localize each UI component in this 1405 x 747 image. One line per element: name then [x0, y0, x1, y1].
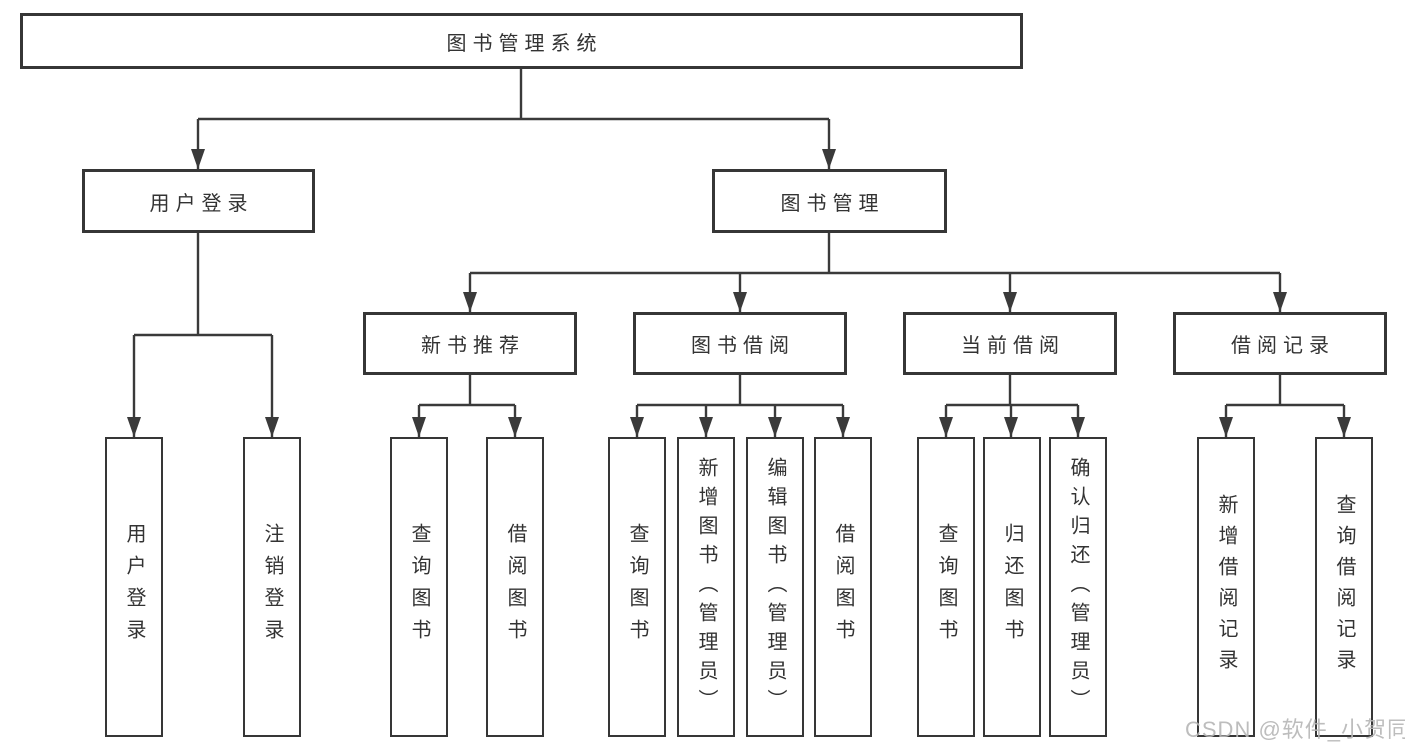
- leaf-edit-book-admin: 编辑图书（管理员）: [746, 437, 804, 737]
- leaf-add-borrow-record: 新增借阅记录: [1197, 437, 1255, 737]
- leaf-label: 归还图书: [1001, 523, 1023, 651]
- node-user-login: 用户登录: [82, 169, 315, 233]
- leaf-query-book: 查询图书: [917, 437, 975, 737]
- leaf-label: 查询图书: [408, 523, 430, 651]
- node-book-management: 图书管理: [712, 169, 947, 233]
- leaf-logout: 注销登录: [243, 437, 301, 737]
- leaf-label: 新增图书（管理员）: [695, 456, 717, 718]
- node-new-book-recommend: 新书推荐: [363, 312, 577, 375]
- leaf-label: 借阅图书: [832, 523, 854, 651]
- leaf-label: 注销登录: [261, 523, 283, 651]
- leaf-confirm-return-admin: 确认归还（管理员）: [1049, 437, 1107, 737]
- leaf-label: 借阅图书: [504, 523, 526, 651]
- node-borrow-record: 借阅记录: [1173, 312, 1387, 375]
- leaf-label: 查询图书: [935, 523, 957, 651]
- leaf-query-book: 查询图书: [608, 437, 666, 737]
- leaf-query-book: 查询图书: [390, 437, 448, 737]
- leaf-return-book: 归还图书: [983, 437, 1041, 737]
- leaf-label: 编辑图书（管理员）: [764, 456, 786, 718]
- leaf-label: 查询图书: [626, 523, 648, 651]
- leaf-add-book-admin: 新增图书（管理员）: [677, 437, 735, 737]
- leaf-query-borrow-record: 查询借阅记录: [1315, 437, 1373, 737]
- node-book-borrow: 图书借阅: [633, 312, 847, 375]
- leaf-label: 用户登录: [123, 523, 145, 651]
- leaf-user-login: 用户登录: [105, 437, 163, 737]
- leaf-borrow-book: 借阅图书: [814, 437, 872, 737]
- csdn-watermark: CSDN @软件_小贺同学: [1185, 717, 1405, 742]
- leaf-label: 新增借阅记录: [1215, 494, 1237, 680]
- leaf-label: 确认归还（管理员）: [1067, 456, 1089, 718]
- node-current-borrow: 当前借阅: [903, 312, 1117, 375]
- node-library-management-system: 图书管理系统: [20, 13, 1023, 69]
- leaf-label: 查询借阅记录: [1333, 494, 1355, 680]
- leaf-borrow-book: 借阅图书: [486, 437, 544, 737]
